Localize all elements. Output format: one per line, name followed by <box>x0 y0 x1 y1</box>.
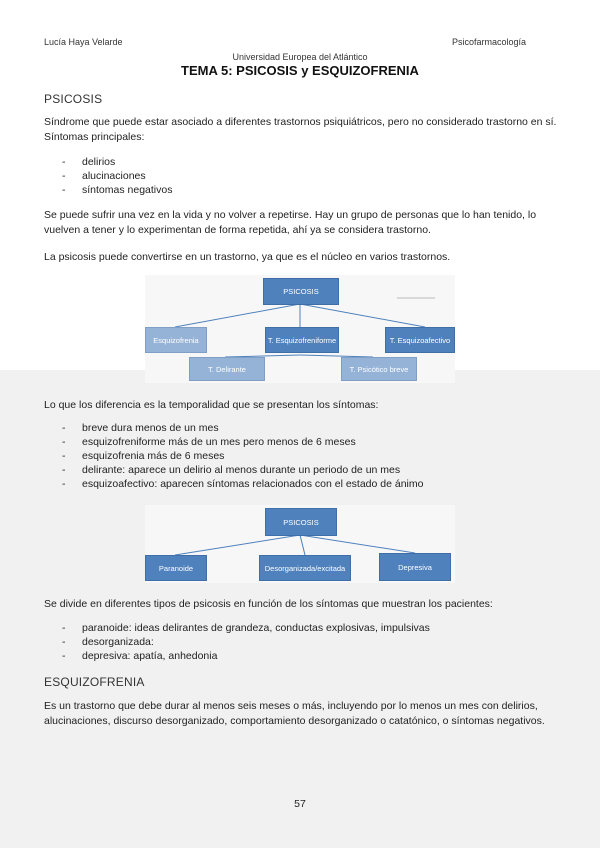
diagram1-node-esquizofreniforme: T. Esquizofreniforme <box>265 327 339 353</box>
diagram-types: PSICOSIS Paranoide Desorganizada/excitad… <box>145 505 455 583</box>
list-item: esquizoafectivo: aparecen síntomas relac… <box>62 477 423 491</box>
diagram1-node-psicotico-breve: T. Psicótico breve <box>341 357 417 381</box>
header-university: Universidad Europea del Atlántico <box>232 52 368 62</box>
header-subject: Psicofarmacología <box>451 37 526 47</box>
header-author: Lucía Haya Velarde <box>44 37 123 47</box>
symptom-list: delirios alucinaciones síntomas negativo… <box>62 155 172 197</box>
esquizofrenia-paragraph-1: Es un trastorno que debe durar al menos … <box>44 700 545 727</box>
diagram2-node-desorganizada: Desorganizada/excitada <box>259 555 351 581</box>
heading-esquizofrenia: ESQUIZOFRENIA <box>44 675 145 689</box>
diagram-types-connectors <box>174 534 416 556</box>
diagram2-node-paranoide: Paranoide <box>145 555 207 581</box>
page-title: TEMA 5: PSICOSIS y ESQUIZOFRENIA <box>181 63 419 78</box>
heading-psicosis: PSICOSIS <box>44 92 103 106</box>
list-item: desorganizada: <box>62 635 430 649</box>
psicosis-intro: Síndrome que puede estar asociado a dife… <box>44 116 557 143</box>
psicosis-paragraph-3: La psicosis puede convertirse en un tras… <box>44 251 451 263</box>
list-item: delirante: aparece un delirio al menos d… <box>62 463 423 477</box>
list-item: depresiva: apatía, anhedonia <box>62 649 430 663</box>
diagram-temporal-connectors <box>174 297 435 358</box>
list-item: breve dura menos de un mes <box>62 421 423 435</box>
psicosis-paragraph-5: Se divide en diferentes tipos de psicosi… <box>44 598 493 610</box>
list-item: esquizofrenia más de 6 meses <box>62 449 423 463</box>
diagram2-node-depresiva: Depresiva <box>379 553 451 581</box>
types-list: paranoide: ideas delirantes de grandeza,… <box>62 621 430 663</box>
psicosis-paragraph-2: Se puede sufrir una vez en la vida y no … <box>44 209 537 236</box>
list-item: paranoide: ideas delirantes de grandeza,… <box>62 621 430 635</box>
diagram1-node-delirante: T. Delirante <box>189 357 265 381</box>
diagram1-node-esquizoafectivo: T. Esquizoafectivo <box>385 327 455 353</box>
diagram1-node-esquizofrenia: Esquizofrenia <box>145 327 207 353</box>
list-item: esquizofreniforme más de un mes pero men… <box>62 435 423 449</box>
diagram2-root: PSICOSIS <box>265 508 337 536</box>
page-number: 57 <box>294 798 306 810</box>
list-item: delirios <box>62 155 172 169</box>
list-item: síntomas negativos <box>62 183 172 197</box>
list-item: alucinaciones <box>62 169 172 183</box>
diagram1-root: PSICOSIS <box>263 278 339 305</box>
temporal-list: breve dura menos de un mes esquizofrenif… <box>62 421 423 491</box>
diagram-temporal: PSICOSIS Esquizofrenia T. Esquizofrenifo… <box>145 275 455 383</box>
psicosis-paragraph-4: Lo que los diferencia es la temporalidad… <box>44 399 379 411</box>
